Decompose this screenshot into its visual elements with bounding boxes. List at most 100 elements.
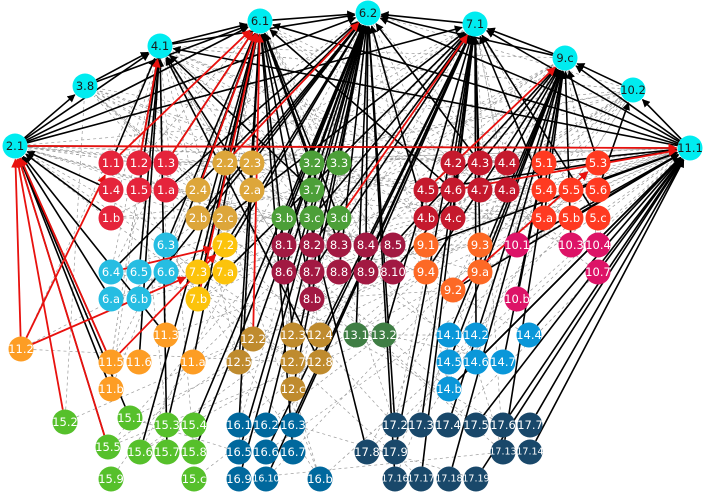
weak-link-edge — [112, 203, 138, 377]
node-circle — [185, 205, 211, 231]
node-15-2: 15.2 — [52, 409, 78, 435]
strong-link-edge — [457, 156, 682, 381]
node-5-3: 5.3 — [585, 150, 611, 176]
node-label: 8.8 — [330, 265, 348, 279]
strong-link-edge — [556, 146, 678, 163]
node-label: 16.1 — [226, 418, 252, 432]
node-15-3: 15.3 — [154, 412, 180, 438]
red-link-edge — [172, 31, 254, 154]
strong-link-edge — [241, 25, 367, 441]
node-label: 15.c — [182, 472, 207, 486]
node-2-b: 2.b — [185, 205, 211, 231]
weak-link-edge — [607, 155, 680, 211]
node-16-1: 16.1 — [226, 412, 252, 438]
node-label: 4.2 — [444, 156, 462, 170]
node-label: 16.3 — [280, 418, 306, 432]
node-6-5: 6.5 — [126, 259, 152, 285]
node-label: 17.17 — [407, 474, 434, 485]
node-label: 4.5 — [417, 183, 435, 197]
node-circle — [436, 322, 462, 348]
node-label: 6.a — [102, 292, 120, 306]
weak-link-edge — [162, 59, 237, 350]
node-circle — [153, 259, 179, 285]
node-8-9: 8.9 — [353, 259, 379, 285]
strong-link-edge — [486, 27, 554, 55]
node-label: 3.8 — [76, 79, 94, 93]
node-label: 4.c — [444, 211, 461, 225]
node-label: 14.1 — [436, 328, 462, 342]
node-8-2: 8.2 — [299, 232, 325, 258]
node-label: 3.3 — [330, 156, 348, 170]
strong-link-edge — [119, 22, 360, 264]
strong-link-edge — [606, 157, 682, 237]
node-label: 9.c — [556, 51, 573, 65]
node-14-4: 14.4 — [516, 322, 542, 348]
node-circle — [185, 177, 211, 203]
node-circle — [153, 177, 179, 203]
node-circle — [185, 286, 211, 312]
node-10-7: 10.7 — [585, 259, 611, 285]
node-label: 16.7 — [280, 445, 306, 459]
node-circle — [463, 412, 489, 438]
node-8-6: 8.6 — [271, 259, 297, 285]
node-circle — [98, 150, 124, 176]
node-circle — [504, 286, 530, 312]
node-2-a: 2.a — [239, 177, 265, 203]
node-10-3: 10.3 — [558, 232, 584, 258]
node-label: 4.4 — [498, 156, 516, 170]
node-circle — [226, 412, 252, 438]
node-17-19: 17.19 — [462, 466, 490, 492]
node-label: 3.b — [275, 211, 293, 225]
node-label: 1.3 — [157, 156, 175, 170]
strong-link-edge — [379, 17, 679, 144]
node-label: 16.b — [307, 472, 333, 486]
node-label: 6.2 — [359, 6, 377, 20]
node-label: 5.3 — [589, 156, 607, 170]
node-4-4: 4.4 — [494, 150, 520, 176]
node-circle — [326, 150, 352, 176]
node-label: 5.4 — [535, 183, 553, 197]
strong-link-edge — [535, 159, 684, 415]
strong-link-edge — [482, 158, 683, 416]
node-1-b: 1.b — [98, 205, 124, 231]
node-label: 8.4 — [357, 238, 375, 252]
node-label: 1.5 — [130, 183, 148, 197]
node-label: 5.c — [589, 211, 606, 225]
node-4-2: 4.2 — [440, 150, 466, 176]
node-13-1: 13.1 — [343, 322, 369, 348]
node-label: 11.5 — [98, 355, 124, 369]
node-16-10: 16.10 — [252, 466, 280, 492]
weak-link-edge — [209, 93, 621, 215]
node-16-9: 16.9 — [226, 466, 252, 492]
node-label: 12.5 — [226, 355, 252, 369]
node-circle — [494, 177, 520, 203]
node-label: 3.2 — [303, 156, 321, 170]
node-circle — [154, 439, 180, 465]
node-circle — [440, 177, 466, 203]
node-label: 15.8 — [181, 445, 207, 459]
node-6-2: 6.2 — [355, 0, 381, 26]
node-9-2: 9.2 — [440, 277, 466, 303]
node-label: 8.9 — [357, 265, 375, 279]
node-label: 8.5 — [384, 238, 402, 252]
node-label: 7.1 — [466, 17, 484, 31]
weak-link-edge — [324, 290, 440, 299]
node-circle — [440, 150, 466, 176]
node-circle — [153, 150, 179, 176]
node-label: 15.1 — [117, 411, 143, 425]
node-circle — [371, 322, 397, 348]
node-circle — [516, 322, 542, 348]
node-17-9: 17.9 — [382, 439, 408, 465]
strong-link-edge — [452, 69, 562, 351]
node-label: 1.2 — [130, 156, 148, 170]
node-14-2: 14.2 — [463, 322, 489, 348]
node-6-6: 6.6 — [153, 259, 179, 285]
node-circle — [490, 439, 516, 465]
node-label: 6.4 — [102, 265, 120, 279]
node-label: 16.2 — [253, 418, 279, 432]
weak-link-edge — [379, 16, 621, 87]
weak-link-edge — [98, 88, 495, 162]
node-label: 13.2 — [371, 328, 397, 342]
node-label: 10.7 — [585, 265, 611, 279]
node-4-1: 4.1 — [147, 33, 173, 59]
